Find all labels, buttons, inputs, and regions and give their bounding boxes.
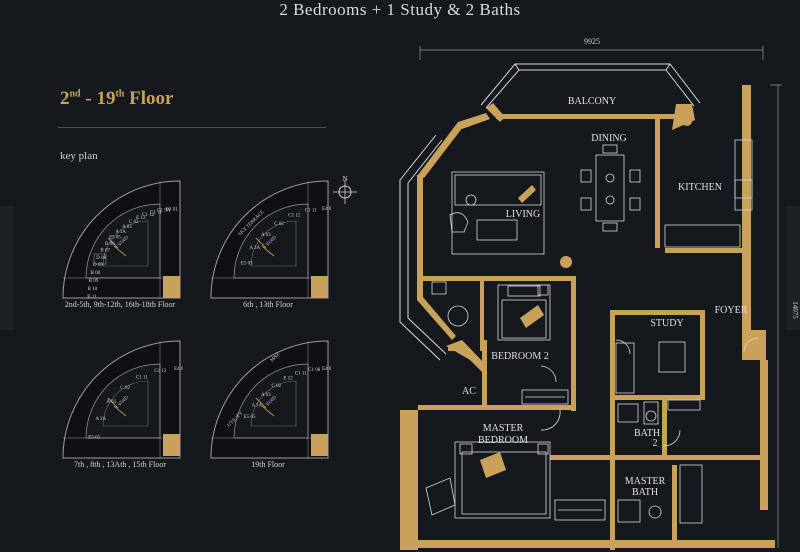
key-plan-unit-label: B 09	[89, 279, 99, 284]
key-plan-caption-d: 19th Floor	[251, 460, 285, 469]
room-label-foyer: FOYER	[715, 305, 748, 316]
width-dimension-label: 9925	[584, 37, 600, 46]
key-plan-unit-label: E 12	[136, 216, 146, 221]
key-plan-unit-label: B 10	[88, 287, 98, 292]
key-plan-unit-label: A 03	[106, 400, 116, 405]
key-plan-caption-c: 7th , 8th , 13Ath , 15th Floor	[73, 460, 166, 469]
right-edge-shade	[786, 206, 800, 330]
key-plan-unit-label: E5 05	[244, 415, 256, 420]
balcony-outline	[480, 63, 701, 109]
key-plan-unit-label: E4 01	[322, 207, 331, 212]
key-plan-unit-label: C1 11	[150, 210, 162, 215]
room-label-bath-2-2: 2	[653, 438, 658, 449]
key-plan-caption-a: 2nd-5th, 9th-12th, 16th-18th Floor	[64, 300, 176, 309]
key-plan-unit-label: C1 08	[308, 368, 321, 373]
key-plan-unit-label: M&E	[270, 352, 282, 364]
key-plan-unit-label: B 08	[91, 271, 101, 276]
key-plan-unit-label: C1 9A	[157, 209, 171, 214]
key-plan-unit-label: A 3A	[251, 403, 262, 408]
key-plan-unit-label: E5 05	[109, 236, 121, 241]
room-label-master-bedroom-1: MASTER	[483, 423, 524, 434]
key-plan-caption-b: 6th , 13th Floor	[243, 300, 293, 309]
plant-icon	[480, 116, 692, 478]
room-label-living: LIVING	[506, 209, 540, 220]
key-plan-unit-label: C1 12	[154, 369, 167, 374]
key-plan-unit-label: C 02	[272, 384, 282, 389]
key-plan-label: key plan	[60, 150, 98, 162]
room-label-bath-2-1: BATH	[634, 428, 660, 439]
key-plan-unit-label: A 3A	[95, 417, 106, 422]
height-dimension-label: 14075	[791, 301, 799, 319]
key-plan-unit-label: E4 01	[174, 367, 183, 372]
room-label-bedroom-2: BEDROOM 2	[491, 351, 549, 362]
key-plan-unit-label: E 12	[283, 377, 293, 382]
key-plan-unit-label: A 03	[122, 225, 132, 230]
north-compass-icon: N	[333, 175, 357, 204]
key-plan-unit-label: E4 01	[322, 367, 331, 372]
key-plan-unit-label: B 11	[87, 295, 97, 300]
key-plan-unit-label: A 3A	[249, 246, 260, 251]
room-labels: BALCONY DINING KITCHEN LIVING FOYER STUD…	[462, 96, 748, 498]
width-dimension: 9925	[419, 37, 764, 60]
heading-divider	[58, 127, 326, 128]
svg-text:N: N	[342, 175, 347, 183]
room-label-master-bedroom-2: BEDROOM	[478, 435, 528, 446]
room-label-kitchen: KITCHEN	[678, 182, 722, 193]
room-label-master-bath-1: MASTER	[625, 476, 666, 487]
room-label-ac: AC	[462, 386, 476, 397]
left-facade	[399, 134, 447, 361]
height-dimension: 14075	[770, 84, 799, 548]
key-plan-unit-label: B 07	[100, 249, 110, 254]
unit-type-title: 2 Bedrooms + 1 Study & 2 Baths	[279, 0, 521, 19]
key-plan-unit-label: C1 12	[142, 213, 155, 218]
key-plan-unit-label: C1 11	[295, 371, 307, 376]
key-plan-unit-label: A 3A	[115, 230, 126, 235]
key-plan-unit-label: E5 05	[88, 435, 100, 440]
key-plan-unit-label: C1 12	[288, 214, 301, 219]
room-label-study: STUDY	[650, 318, 683, 329]
room-label-master-bath-2: BATH	[632, 487, 658, 498]
key-plan-unit-label: C 02	[274, 222, 284, 227]
left-edge-shade	[0, 206, 14, 330]
key-plan-unit-label: A 03	[261, 233, 271, 238]
key-plan-unit-label: A 03	[261, 393, 271, 398]
room-label-dining: DINING	[591, 133, 627, 144]
key-plan-unit-label: E4 01	[166, 207, 178, 212]
key-plan-unit-label: C1 11	[136, 376, 148, 381]
fixtures	[425, 139, 759, 524]
key-plan-unit-label: E5 05	[241, 261, 253, 266]
key-plan-unit-label: C1 11	[305, 209, 317, 214]
floor-range-heading: 2nd - 19th Floor	[60, 88, 174, 109]
key-plan-unit-label: C 02	[129, 220, 139, 225]
walls	[400, 85, 775, 550]
key-plan-unit-label: D 08	[96, 256, 106, 261]
room-label-balcony: BALCONY	[568, 96, 616, 107]
key-plan-unit-label: B 06	[105, 242, 115, 247]
key-plan-unit-label: D 09	[93, 263, 103, 268]
key-plan-unit-label: C 02	[120, 386, 130, 391]
